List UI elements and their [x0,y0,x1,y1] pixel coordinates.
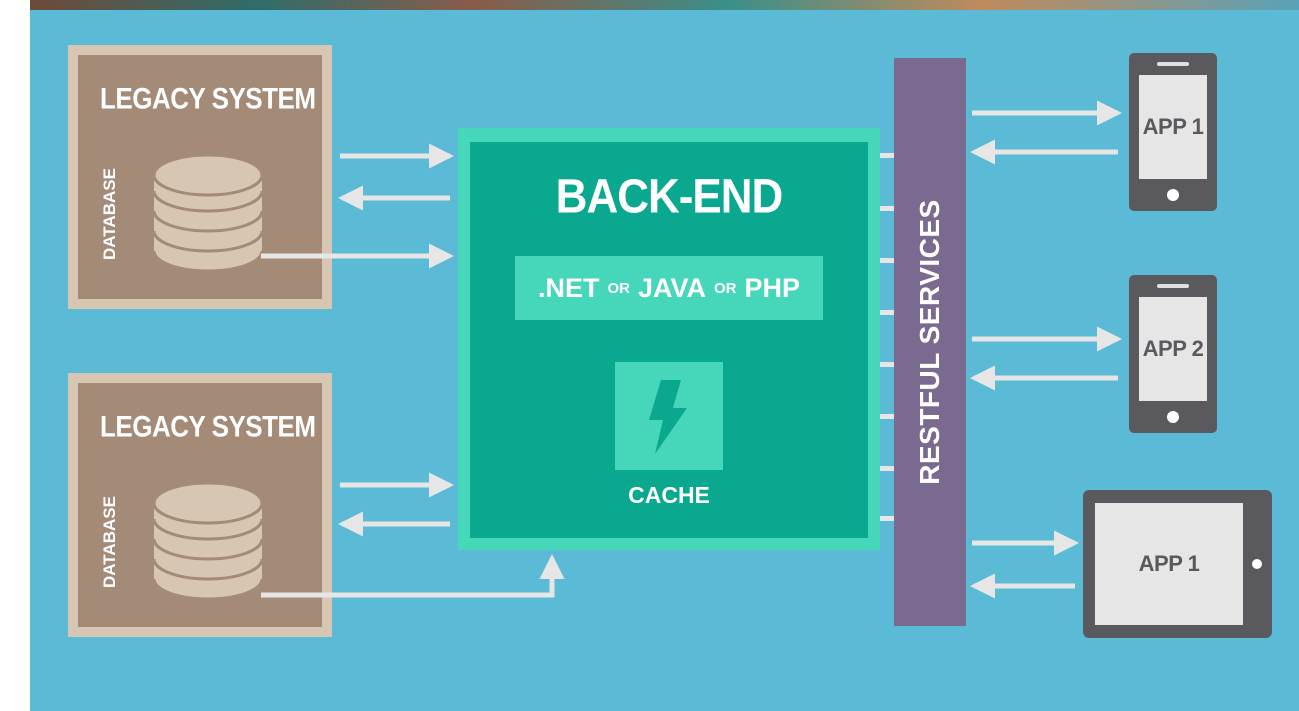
database-icon [152,155,264,273]
architecture-diagram: LEGACY SYSTEM DATABASE LEGACY SYSTEM [30,10,1299,711]
connector-ticks [880,153,894,521]
tablet-screen: APP 1 [1095,503,1243,625]
phone-speaker [1157,284,1189,288]
home-button [1167,411,1179,423]
legacy-system-title: LEGACY SYSTEM [100,409,316,444]
home-button [1167,189,1179,201]
backend-panel: BACK-END .NET OR JAVA OR PHP CACHE [470,142,868,538]
tech-stack-bar: .NET OR JAVA OR PHP [515,256,823,320]
home-button [1252,559,1262,569]
connector-layer [261,100,1123,599]
phone-screen: APP 2 [1139,297,1207,401]
database-icon [152,483,264,601]
phone-speaker [1157,62,1189,66]
app-label: APP 1 [1142,114,1204,139]
cache-tile [615,362,723,470]
tech-net: .NET [537,272,600,303]
cache-label: CACHE [628,482,710,508]
app-label: APP 1 [1138,551,1200,576]
restful-services-bar: RESTFUL SERVICES [894,58,966,626]
legacy-system-panel: LEGACY SYSTEM DATABASE [78,383,322,627]
tech-java: JAVA [637,272,706,303]
app-label: APP 2 [1142,336,1204,361]
legacy-system-1: LEGACY SYSTEM DATABASE [68,45,332,309]
top-photo-strip [30,0,1299,12]
phone-device-2: APP 2 [1129,275,1217,433]
legacy-system-title: LEGACY SYSTEM [100,81,316,116]
phone-device-1: APP 1 [1129,53,1217,211]
phone-screen: APP 1 [1139,75,1207,179]
tech-or: OR [607,279,630,297]
tablet-device: APP 1 [1083,490,1272,638]
backend-title: BACK-END [555,169,784,224]
lightning-bolt-icon [649,380,687,454]
arrow-up [261,553,565,598]
tech-php: PHP [744,272,801,303]
tech-or: OR [714,279,737,297]
backend-box: BACK-END .NET OR JAVA OR PHP CACHE [458,128,880,550]
legacy-system-panel: LEGACY SYSTEM DATABASE [78,55,322,299]
legacy-system-2: LEGACY SYSTEM DATABASE [68,373,332,637]
